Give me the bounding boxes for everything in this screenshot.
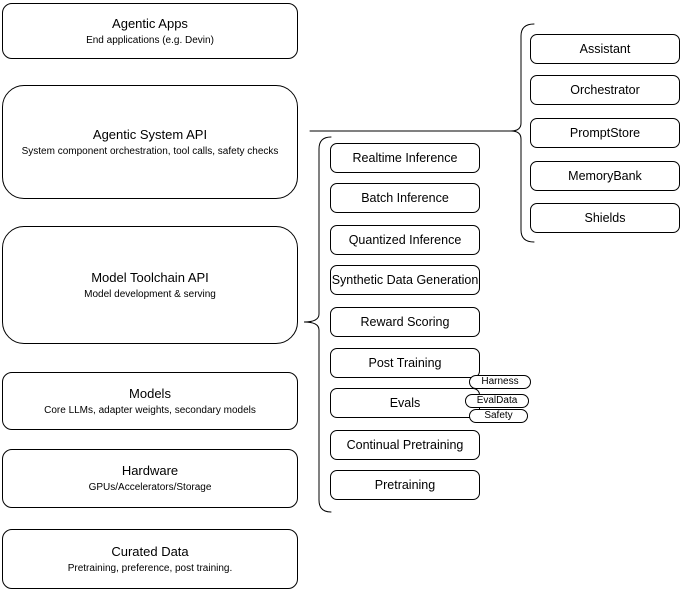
component-memorybank: MemoryBank — [530, 161, 680, 191]
layer-subtitle: Core LLMs, adapter weights, secondary mo… — [44, 404, 256, 416]
toolchain-brace — [303, 136, 332, 513]
layer-models: Models Core LLMs, adapter weights, secon… — [2, 372, 298, 430]
node-pretraining: Pretraining — [330, 470, 480, 500]
layer-title: Curated Data — [111, 543, 189, 559]
component-orchestrator: Orchestrator — [530, 75, 680, 105]
layer-agentic-apps: Agentic Apps End applications (e.g. Devi… — [2, 3, 298, 59]
layer-subtitle: Model development & serving — [84, 288, 216, 300]
tag-evaldata: EvalData — [465, 394, 529, 408]
layer-curated-data: Curated Data Pretraining, preference, po… — [2, 529, 298, 589]
layer-title: Agentic System API — [92, 126, 208, 142]
layer-title: Agentic Apps — [112, 15, 188, 31]
node-realtime-inference: Realtime Inference — [330, 143, 480, 173]
node-evals: Evals — [330, 388, 480, 418]
layer-title: Hardware — [121, 463, 179, 478]
component-promptstore: PromptStore — [530, 118, 680, 148]
component-shields: Shields — [530, 203, 680, 233]
tag-harness: Harness — [469, 375, 531, 389]
layer-title: Model Toolchain API — [91, 269, 209, 285]
layer-subtitle: End applications (e.g. Devin) — [86, 34, 214, 46]
layer-subtitle: GPUs/Accelerators/Storage — [88, 482, 212, 493]
layer-agentic-system-api: Agentic System API System component orch… — [2, 85, 298, 199]
node-synthetic-data-generation: Synthetic Data Generation — [330, 265, 480, 295]
layer-model-toolchain-api: Model Toolchain API Model development & … — [2, 226, 298, 344]
node-continual-pretraining: Continual Pretraining — [330, 430, 480, 460]
tag-safety: Safety — [469, 409, 528, 423]
layer-subtitle: System component orchestration, tool cal… — [21, 145, 279, 157]
node-quantized-inference: Quantized Inference — [330, 225, 480, 255]
node-batch-inference: Batch Inference — [330, 183, 480, 213]
layer-subtitle: Pretraining, preference, post training. — [67, 562, 233, 574]
node-reward-scoring: Reward Scoring — [330, 307, 480, 337]
node-post-training: Post Training — [330, 348, 480, 378]
layer-title: Models — [129, 385, 171, 401]
layer-hardware: Hardware GPUs/Accelerators/Storage — [2, 449, 298, 508]
component-assistant: Assistant — [530, 34, 680, 64]
